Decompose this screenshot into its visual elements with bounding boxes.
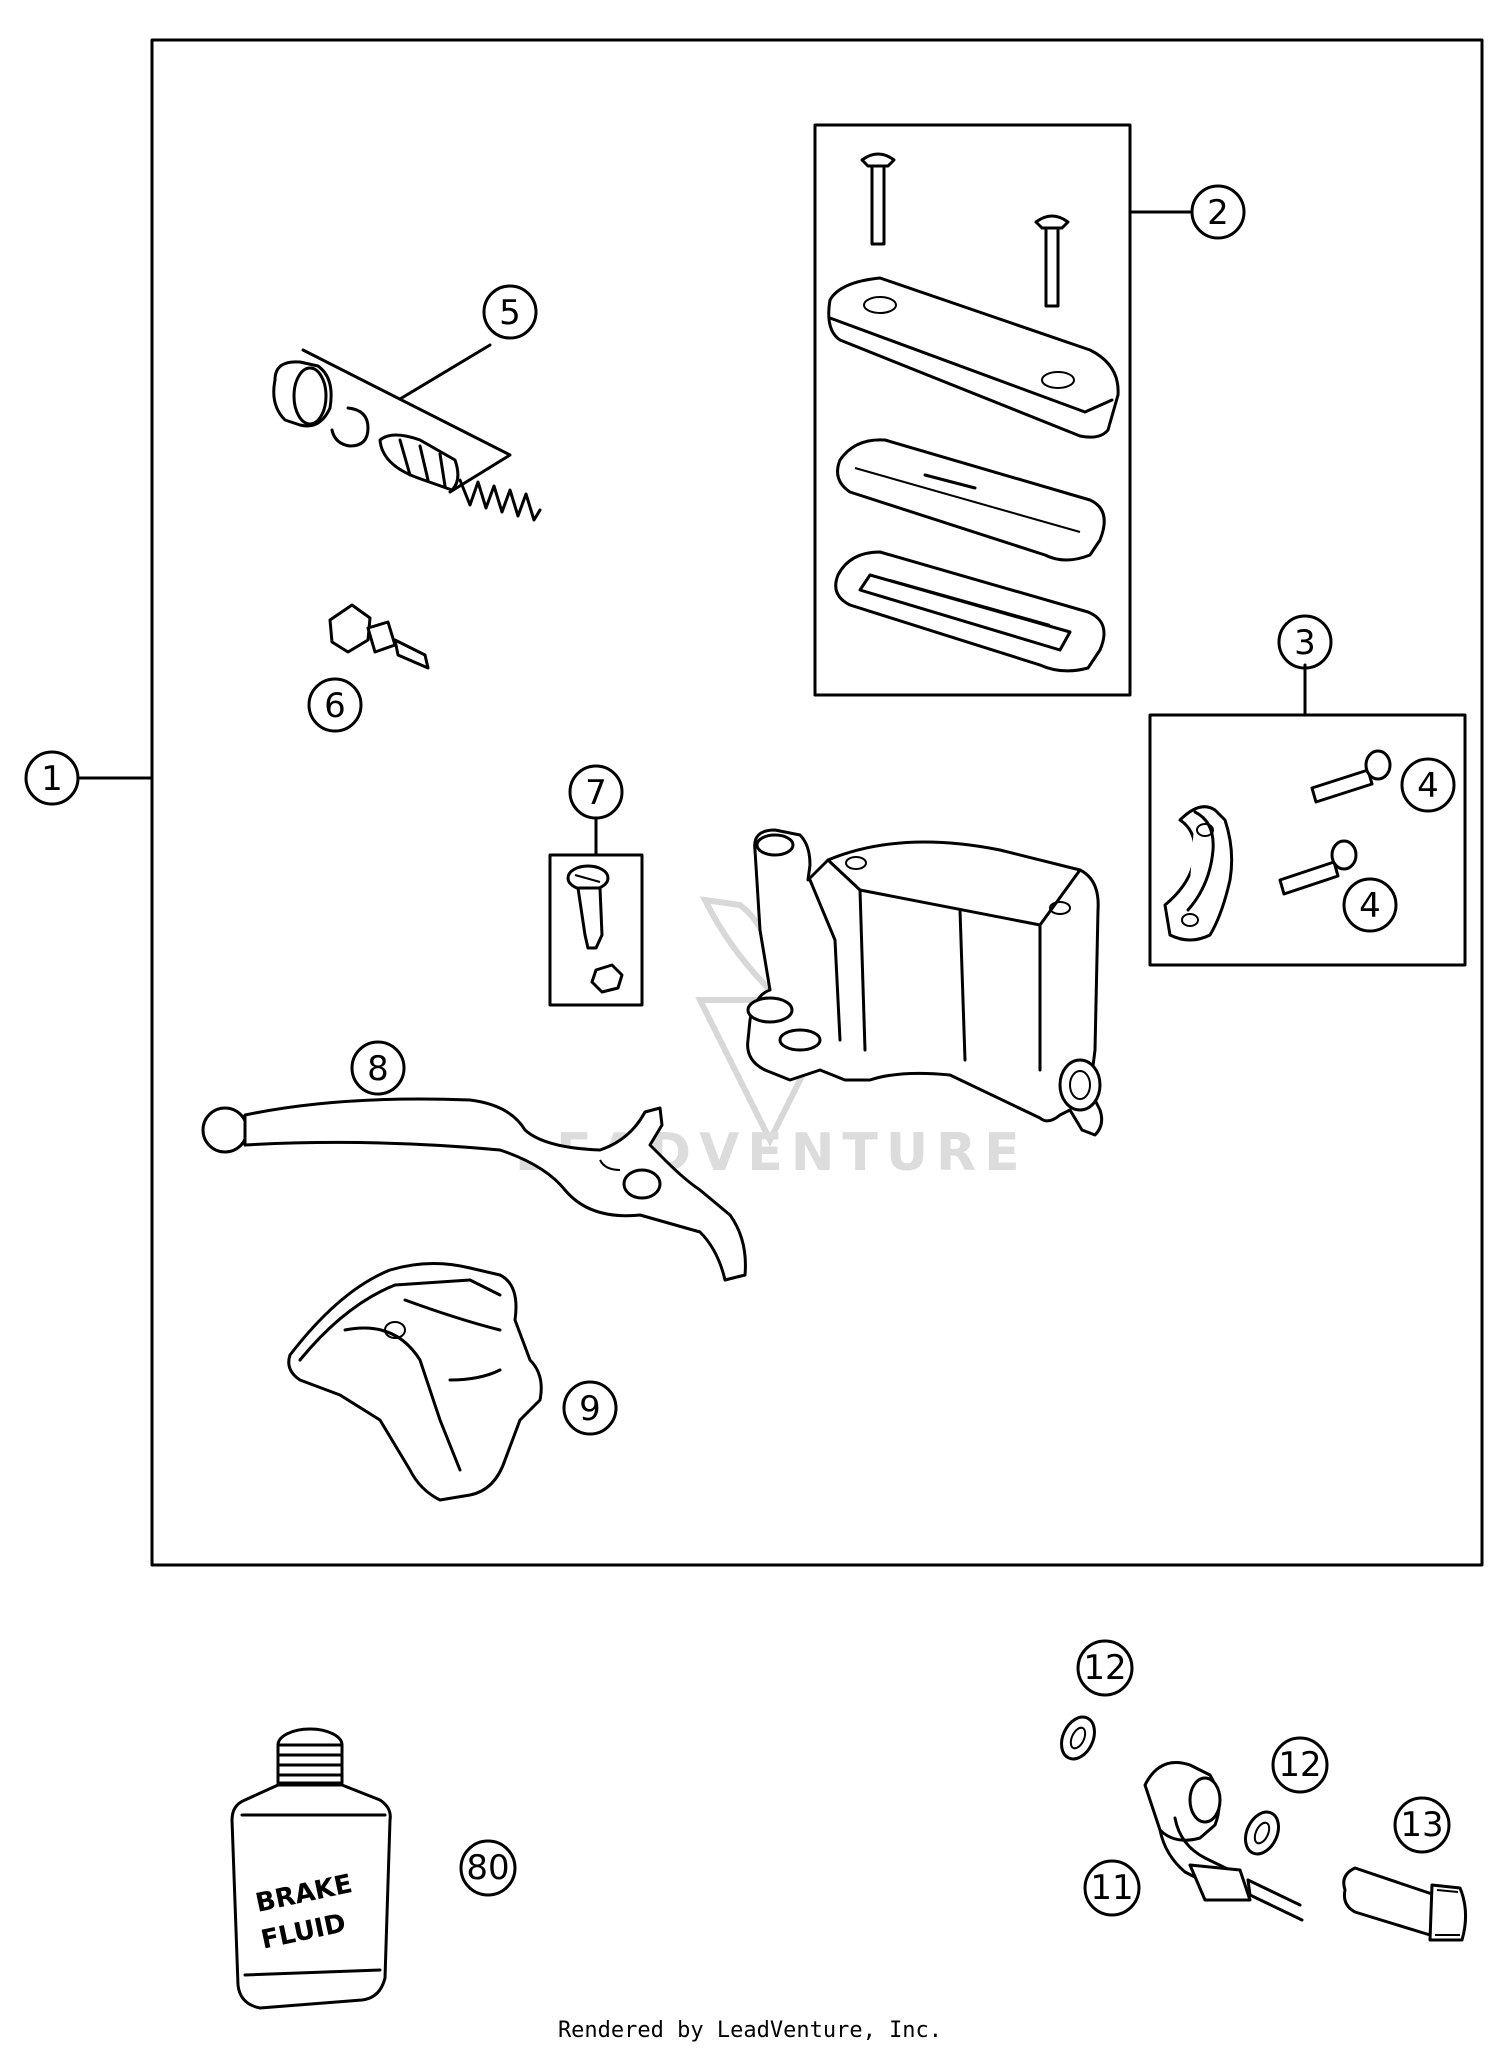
part-5-piston-kit <box>272 343 542 522</box>
callout-12: 12 <box>1271 1736 1329 1794</box>
callout-8: 8 <box>350 1040 406 1096</box>
part-8-brake-lever <box>201 1097 747 1282</box>
part-80-brake-fluid-bottle: BRAKE FLUID <box>230 1727 392 2010</box>
part-12-sealing-washer <box>1060 1715 1096 1761</box>
callout-number: 4 <box>1417 766 1439 806</box>
callout-9: 9 <box>562 1380 618 1436</box>
callout-13: 13 <box>1393 1796 1451 1854</box>
callout-12: 12 <box>1076 1639 1134 1697</box>
callout-number: 1 <box>41 759 63 799</box>
callout-3: 3 <box>1277 614 1333 670</box>
clamp-bolt <box>1310 749 1392 804</box>
callout-number: 11 <box>1090 1868 1133 1908</box>
part-3-handlebar-clamp <box>1148 663 1467 967</box>
callout-number: 7 <box>585 773 607 813</box>
callout-number: 6 <box>324 686 346 726</box>
part-2-reservoir-cover-set <box>813 123 1194 697</box>
master-cylinder-housing <box>746 828 1104 1137</box>
callout-number: 3 <box>1294 623 1316 663</box>
clamp-bolt <box>1278 839 1358 896</box>
callout-number: 5 <box>499 293 521 333</box>
callout-number: 80 <box>466 1848 509 1888</box>
callout-4: 4 <box>1400 757 1456 813</box>
callout-number: 9 <box>579 1389 601 1429</box>
callout-11: 11 <box>1083 1859 1141 1917</box>
callout-80: 80 <box>459 1839 517 1897</box>
callout-6: 6 <box>307 677 363 733</box>
callout-1: 1 <box>24 750 80 806</box>
part-11-brake-line <box>1143 1761 1304 1922</box>
callout-4: 4 <box>1342 877 1398 933</box>
callout-number: 4 <box>1359 886 1381 926</box>
callout-number: 12 <box>1083 1648 1126 1688</box>
callout-number: 2 <box>1207 193 1229 233</box>
part-9-lever-boot <box>287 1262 543 1502</box>
part-12-sealing-washer <box>1244 1810 1280 1856</box>
cover-screw <box>1034 214 1070 308</box>
render-credit: Rendered by LeadVenture, Inc. <box>557 2018 943 2043</box>
part-13-banjo-bolt <box>1342 1866 1467 1942</box>
part-6-adjuster-screw <box>328 603 430 670</box>
callout-number: 13 <box>1400 1805 1443 1845</box>
callout-5: 5 <box>482 284 538 340</box>
callout-7: 7 <box>568 764 624 820</box>
callout-2: 2 <box>1190 184 1246 240</box>
cover-screw <box>860 152 896 246</box>
part-7-pivot-pin-and-nut <box>548 816 644 1007</box>
callout-number: 8 <box>367 1049 389 1089</box>
assembly-frame <box>150 38 1484 1567</box>
callout-number: 12 <box>1278 1745 1321 1785</box>
